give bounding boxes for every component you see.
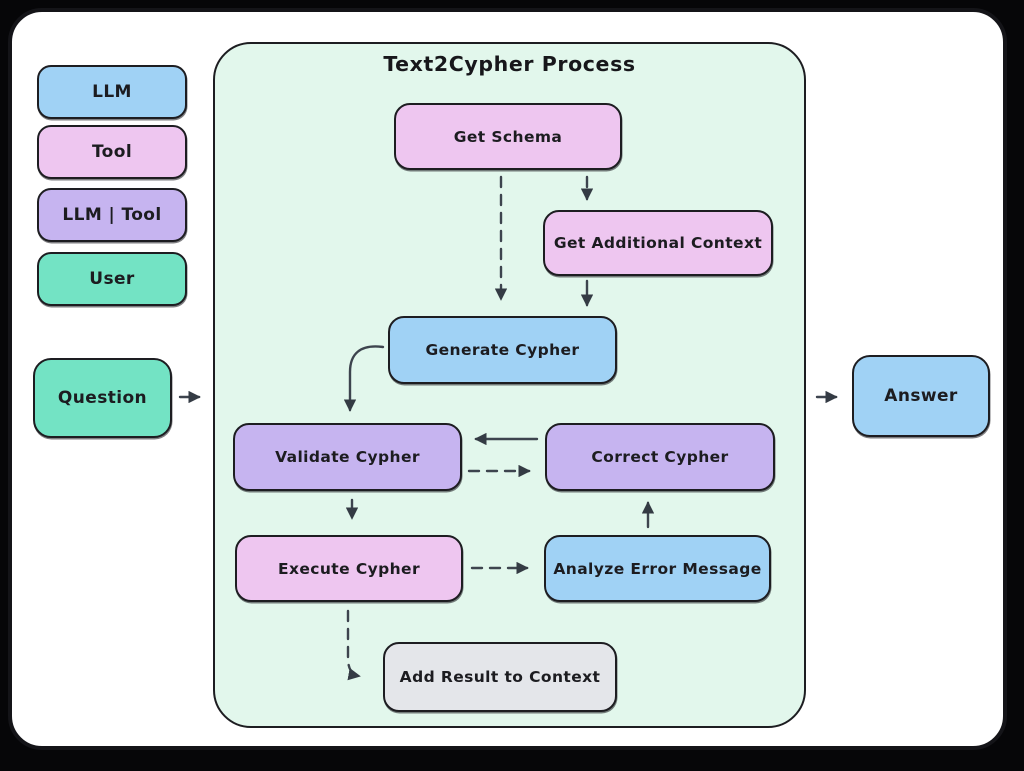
node-get-additional-context: Get Additional Context	[543, 210, 773, 276]
node-answer: Answer	[852, 355, 990, 437]
question-label: Question	[57, 388, 148, 408]
legend-label-tool: Tool	[91, 142, 133, 162]
legend-item-llm-tool: LLM | Tool	[37, 188, 187, 242]
node-generate-cypher-label: Generate Cypher	[425, 341, 580, 359]
node-get-additional-context-label: Get Additional Context	[553, 234, 763, 252]
node-analyze-error-message-label: Analyze Error Message	[553, 559, 762, 578]
legend-label-llm: LLM	[92, 82, 132, 102]
node-question: Question	[33, 358, 172, 438]
node-generate-cypher: Generate Cypher	[388, 316, 617, 384]
node-validate-cypher-label: Validate Cypher	[275, 448, 420, 466]
legend-item-tool: Tool	[37, 125, 187, 179]
answer-label: Answer	[884, 386, 958, 406]
node-add-result-to-context-label: Add Result to Context	[399, 668, 601, 686]
node-analyze-error-message: Analyze Error Message	[544, 535, 771, 602]
legend-item-llm: LLM	[37, 65, 187, 119]
node-get-schema-label: Get Schema	[453, 127, 563, 146]
legend-item-user: User	[37, 252, 187, 306]
node-add-result-to-context: Add Result to Context	[383, 642, 617, 712]
node-correct-cypher-label: Correct Cypher	[591, 448, 729, 466]
node-correct-cypher: Correct Cypher	[545, 423, 775, 491]
node-validate-cypher: Validate Cypher	[233, 423, 462, 491]
node-execute-cypher-label: Execute Cypher	[277, 559, 420, 578]
node-get-schema: Get Schema	[394, 103, 622, 170]
process-title: Text2Cypher Process	[383, 52, 636, 76]
node-execute-cypher: Execute Cypher	[235, 535, 463, 602]
legend-label-llm-tool: LLM | Tool	[62, 205, 162, 225]
legend-label-user: User	[89, 269, 135, 289]
